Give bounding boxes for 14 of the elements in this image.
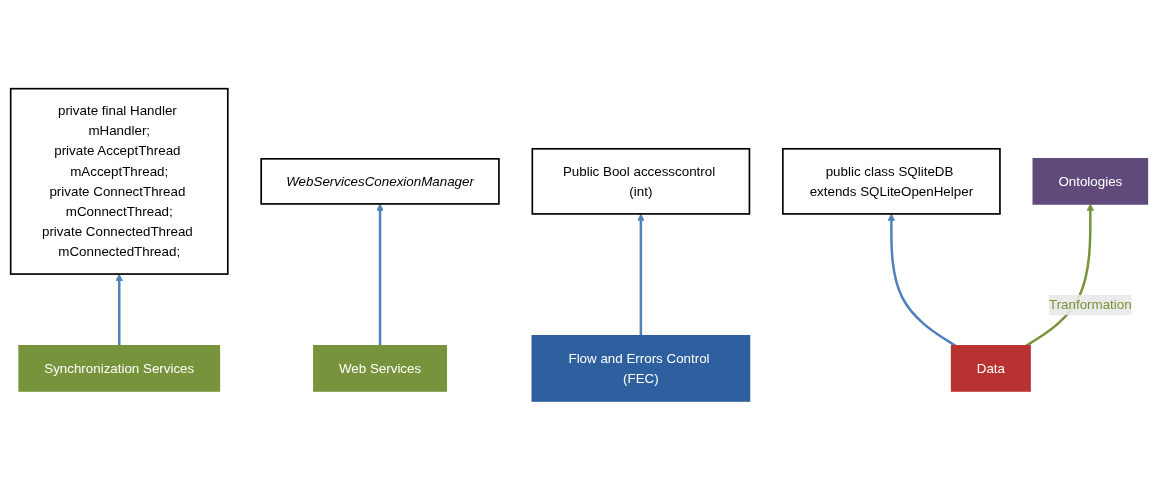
arrow — [887, 213, 957, 348]
arrow — [637, 213, 645, 336]
node-box: Ontologies — [1032, 158, 1149, 205]
node-box: Data — [950, 345, 1031, 392]
node-box: private final Handler mHandler; private AcceptThread mAcceptThread; private ConnectThread mConnectThread; private ConnectedThread mConnectedThread; — [9, 88, 229, 276]
arrow — [115, 273, 123, 347]
node-box: Synchronization Services — [18, 345, 221, 392]
node-box: WebServicesConexionManager — [260, 158, 500, 205]
node-box: Public Bool accesscontrol (int) — [531, 148, 751, 215]
arrow — [376, 203, 384, 347]
node-box: Flow and Errors Control (FEC) — [531, 335, 751, 402]
node-box: Web Services — [313, 345, 448, 392]
edge-label: Tranformation — [1049, 297, 1132, 312]
node-box: public class SQliteDB extends SQLiteOpenHelper — [782, 148, 1001, 215]
